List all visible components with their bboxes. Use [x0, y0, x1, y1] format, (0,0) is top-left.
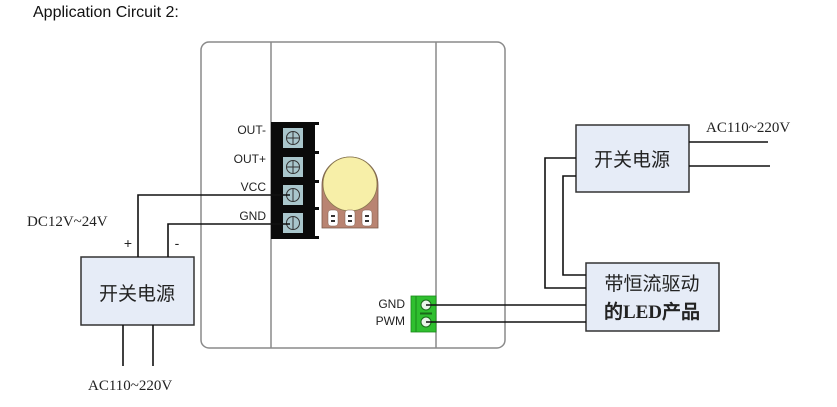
right-power-supply [575, 124, 690, 193]
screw-terminal-out-plus [283, 157, 303, 177]
wire-supply-led-2 [562, 175, 586, 276]
label-out-minus: OUT- [237, 123, 266, 137]
dc-output-label: DC12V~24V [27, 214, 108, 230]
terminal-block [271, 122, 319, 239]
wire-vcc [137, 194, 290, 257]
screw-terminal-gnd [283, 213, 303, 233]
right-wires [426, 141, 770, 323]
led-product-line2: 的LED产品 [604, 300, 700, 323]
pwm-connector [410, 295, 437, 333]
label-gnd: GND [239, 209, 266, 223]
right-ac-input-label: AC110~220V [706, 120, 790, 136]
plus-label: + [124, 235, 132, 251]
right-supply-label: 开关电源 [594, 149, 670, 171]
left-supply-label: 开关电源 [99, 283, 175, 305]
left-wires [122, 194, 290, 366]
led-product-box [585, 262, 720, 332]
label-vcc: VCC [241, 180, 267, 194]
potentiometer-knob [321, 156, 379, 229]
left-power-supply [80, 256, 195, 326]
label-pwm: PWM [376, 314, 405, 328]
label-out-plus: OUT+ [234, 152, 266, 166]
page-title: Application Circuit 2: [33, 4, 179, 21]
left-ac-input-label: AC110~220V [88, 378, 172, 394]
wire-gnd [167, 223, 290, 257]
minus-label: - [175, 235, 180, 251]
screw-terminal-out-minus [283, 128, 303, 148]
label-pwm-gnd: GND [378, 297, 405, 311]
wire-supply-led-1 [544, 157, 586, 289]
led-product-line1: 带恒流驱动 [604, 273, 699, 295]
